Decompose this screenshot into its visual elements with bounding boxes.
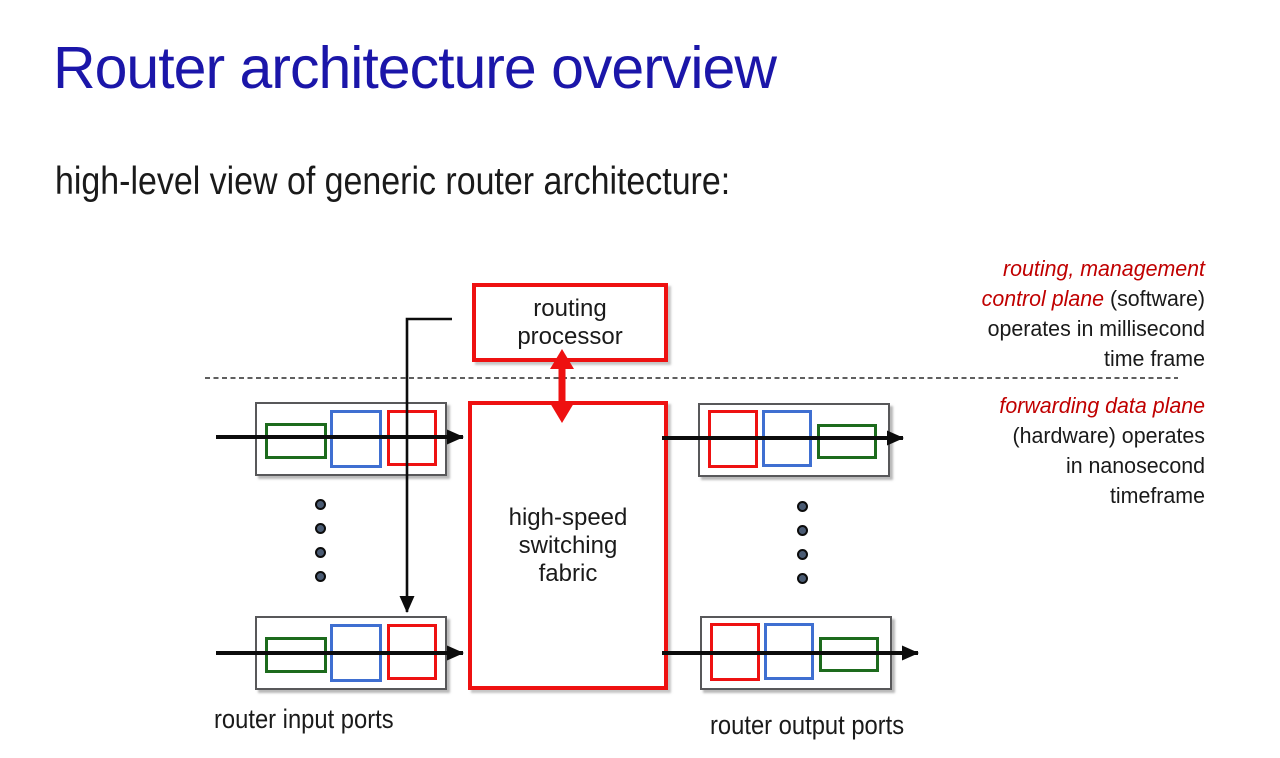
dot xyxy=(315,571,326,582)
packet-red xyxy=(387,410,437,466)
routing-processor-box: routing processor xyxy=(472,283,668,362)
switching-fabric-label: high-speed switching fabric xyxy=(508,503,628,587)
control-plane-annotation: routing, management control plane (softw… xyxy=(806,254,1205,374)
packet-green xyxy=(265,637,327,673)
annotation-line: control plane (software) xyxy=(981,286,1205,311)
annotation-line: routing, management xyxy=(1002,256,1205,281)
annotation-line: in nanosecond xyxy=(1065,453,1205,478)
packet-blue xyxy=(330,410,382,468)
output-ports-ellipsis xyxy=(797,501,808,597)
dot xyxy=(797,501,808,512)
packet-green xyxy=(265,423,327,459)
dot xyxy=(797,573,808,584)
annotation-line: timeframe xyxy=(1109,483,1205,508)
input-ports-ellipsis xyxy=(315,499,326,595)
annotation-line: (hardware) operates xyxy=(1012,423,1205,448)
input-port-top xyxy=(255,402,447,476)
dot xyxy=(315,547,326,558)
packet-green xyxy=(817,424,877,459)
packet-red xyxy=(710,623,760,681)
dot xyxy=(315,523,326,534)
input-port-bottom xyxy=(255,616,447,690)
data-plane-annotation: forwarding data plane (hardware) operate… xyxy=(806,391,1205,511)
output-port-bottom xyxy=(700,616,892,690)
input-ports-label: router input ports xyxy=(214,704,394,734)
slide-subtitle: high-level view of generic router archit… xyxy=(55,160,731,203)
annotation-line: forwarding data plane xyxy=(999,393,1205,418)
packet-blue xyxy=(764,623,814,680)
annotation-line: time frame xyxy=(1104,346,1205,371)
routing-processor-label: routing processor xyxy=(517,294,623,350)
dot xyxy=(797,525,808,536)
page-title: Router architecture overview xyxy=(53,35,777,101)
packet-blue xyxy=(762,410,812,467)
packet-red xyxy=(387,624,437,680)
packet-red xyxy=(708,410,758,468)
annotation-line: operates in millisecond xyxy=(987,316,1205,341)
switching-fabric-box: high-speed switching fabric xyxy=(468,401,668,690)
output-ports-label: router output ports xyxy=(710,710,905,740)
dot xyxy=(797,549,808,560)
packet-green xyxy=(819,637,879,672)
dot xyxy=(315,499,326,510)
packet-blue xyxy=(330,624,382,682)
